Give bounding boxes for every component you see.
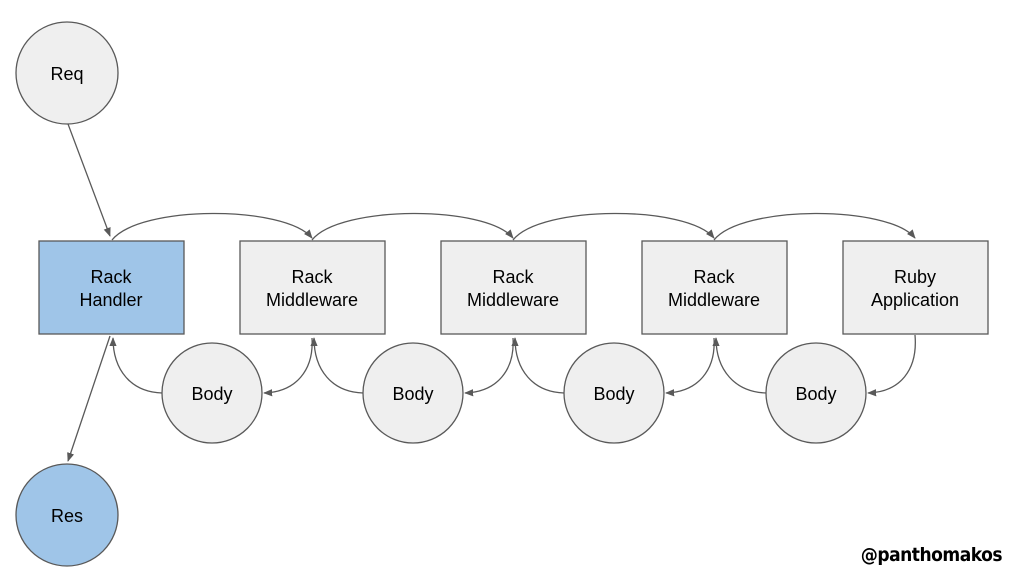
edge-middleware-1-to-body-1	[263, 337, 313, 397]
req-label: Req	[50, 64, 83, 84]
rack-middleware-1-node: Rack Middleware	[239, 240, 386, 335]
edge-middleware-2-to-middleware-3	[512, 212, 715, 241]
rack-middleware-3-node: Rack Middleware	[641, 240, 788, 335]
edge-middleware-2-to-body-2	[464, 337, 514, 397]
rack-middleware-2-label-line-1: Rack	[492, 267, 534, 287]
body-1-node: Body	[161, 342, 263, 444]
rack-handler-label-line-2: Handler	[79, 290, 142, 310]
edge-middleware-3-to-application	[713, 212, 916, 241]
rack-middleware-2-label-line-2: Middleware	[467, 290, 559, 310]
body-4-node: Body	[765, 342, 867, 444]
edge-application-to-body-4	[867, 334, 916, 397]
edge-body-1-to-handler	[109, 337, 163, 394]
rack-handler-label-line-1: Rack	[90, 267, 132, 287]
edge-handler-to-middleware-1	[111, 212, 313, 241]
rack-middleware-3-label-line-2: Middleware	[668, 290, 760, 310]
rack-middleware-2-node: Rack Middleware	[440, 240, 587, 335]
author-handle: @panthomakos	[860, 544, 1003, 566]
rack-handler-node: Rack Handler	[38, 240, 185, 335]
edge-req-to-handler	[67, 123, 111, 237]
edges	[67, 123, 916, 462]
res-node: Res	[15, 463, 119, 567]
edge-middleware-1-to-middleware-2	[311, 212, 514, 241]
body-2-node: Body	[362, 342, 464, 444]
rack-middleware-1-label-line-2: Middleware	[266, 290, 358, 310]
res-label: Res	[51, 506, 83, 526]
edge-handler-to-res	[67, 335, 111, 462]
body-1-label: Body	[191, 384, 232, 404]
rack-middleware-1-label-line-1: Rack	[291, 267, 333, 287]
edge-body-3-to-middleware-2	[511, 337, 565, 394]
req-node: Req	[15, 21, 119, 125]
body-2-label: Body	[392, 384, 433, 404]
ruby-application-node: Ruby Application	[842, 240, 989, 335]
edge-body-4-to-middleware-3	[712, 337, 767, 394]
edge-middleware-3-to-body-3	[665, 337, 715, 397]
edge-body-2-to-middleware-1	[310, 337, 364, 394]
rack-middleware-3-label-line-1: Rack	[693, 267, 735, 287]
ruby-application-label-line-1: Ruby	[894, 267, 936, 287]
body-4-label: Body	[795, 384, 836, 404]
body-3-node: Body	[563, 342, 665, 444]
body-3-label: Body	[593, 384, 634, 404]
ruby-application-label-line-2: Application	[871, 290, 959, 310]
